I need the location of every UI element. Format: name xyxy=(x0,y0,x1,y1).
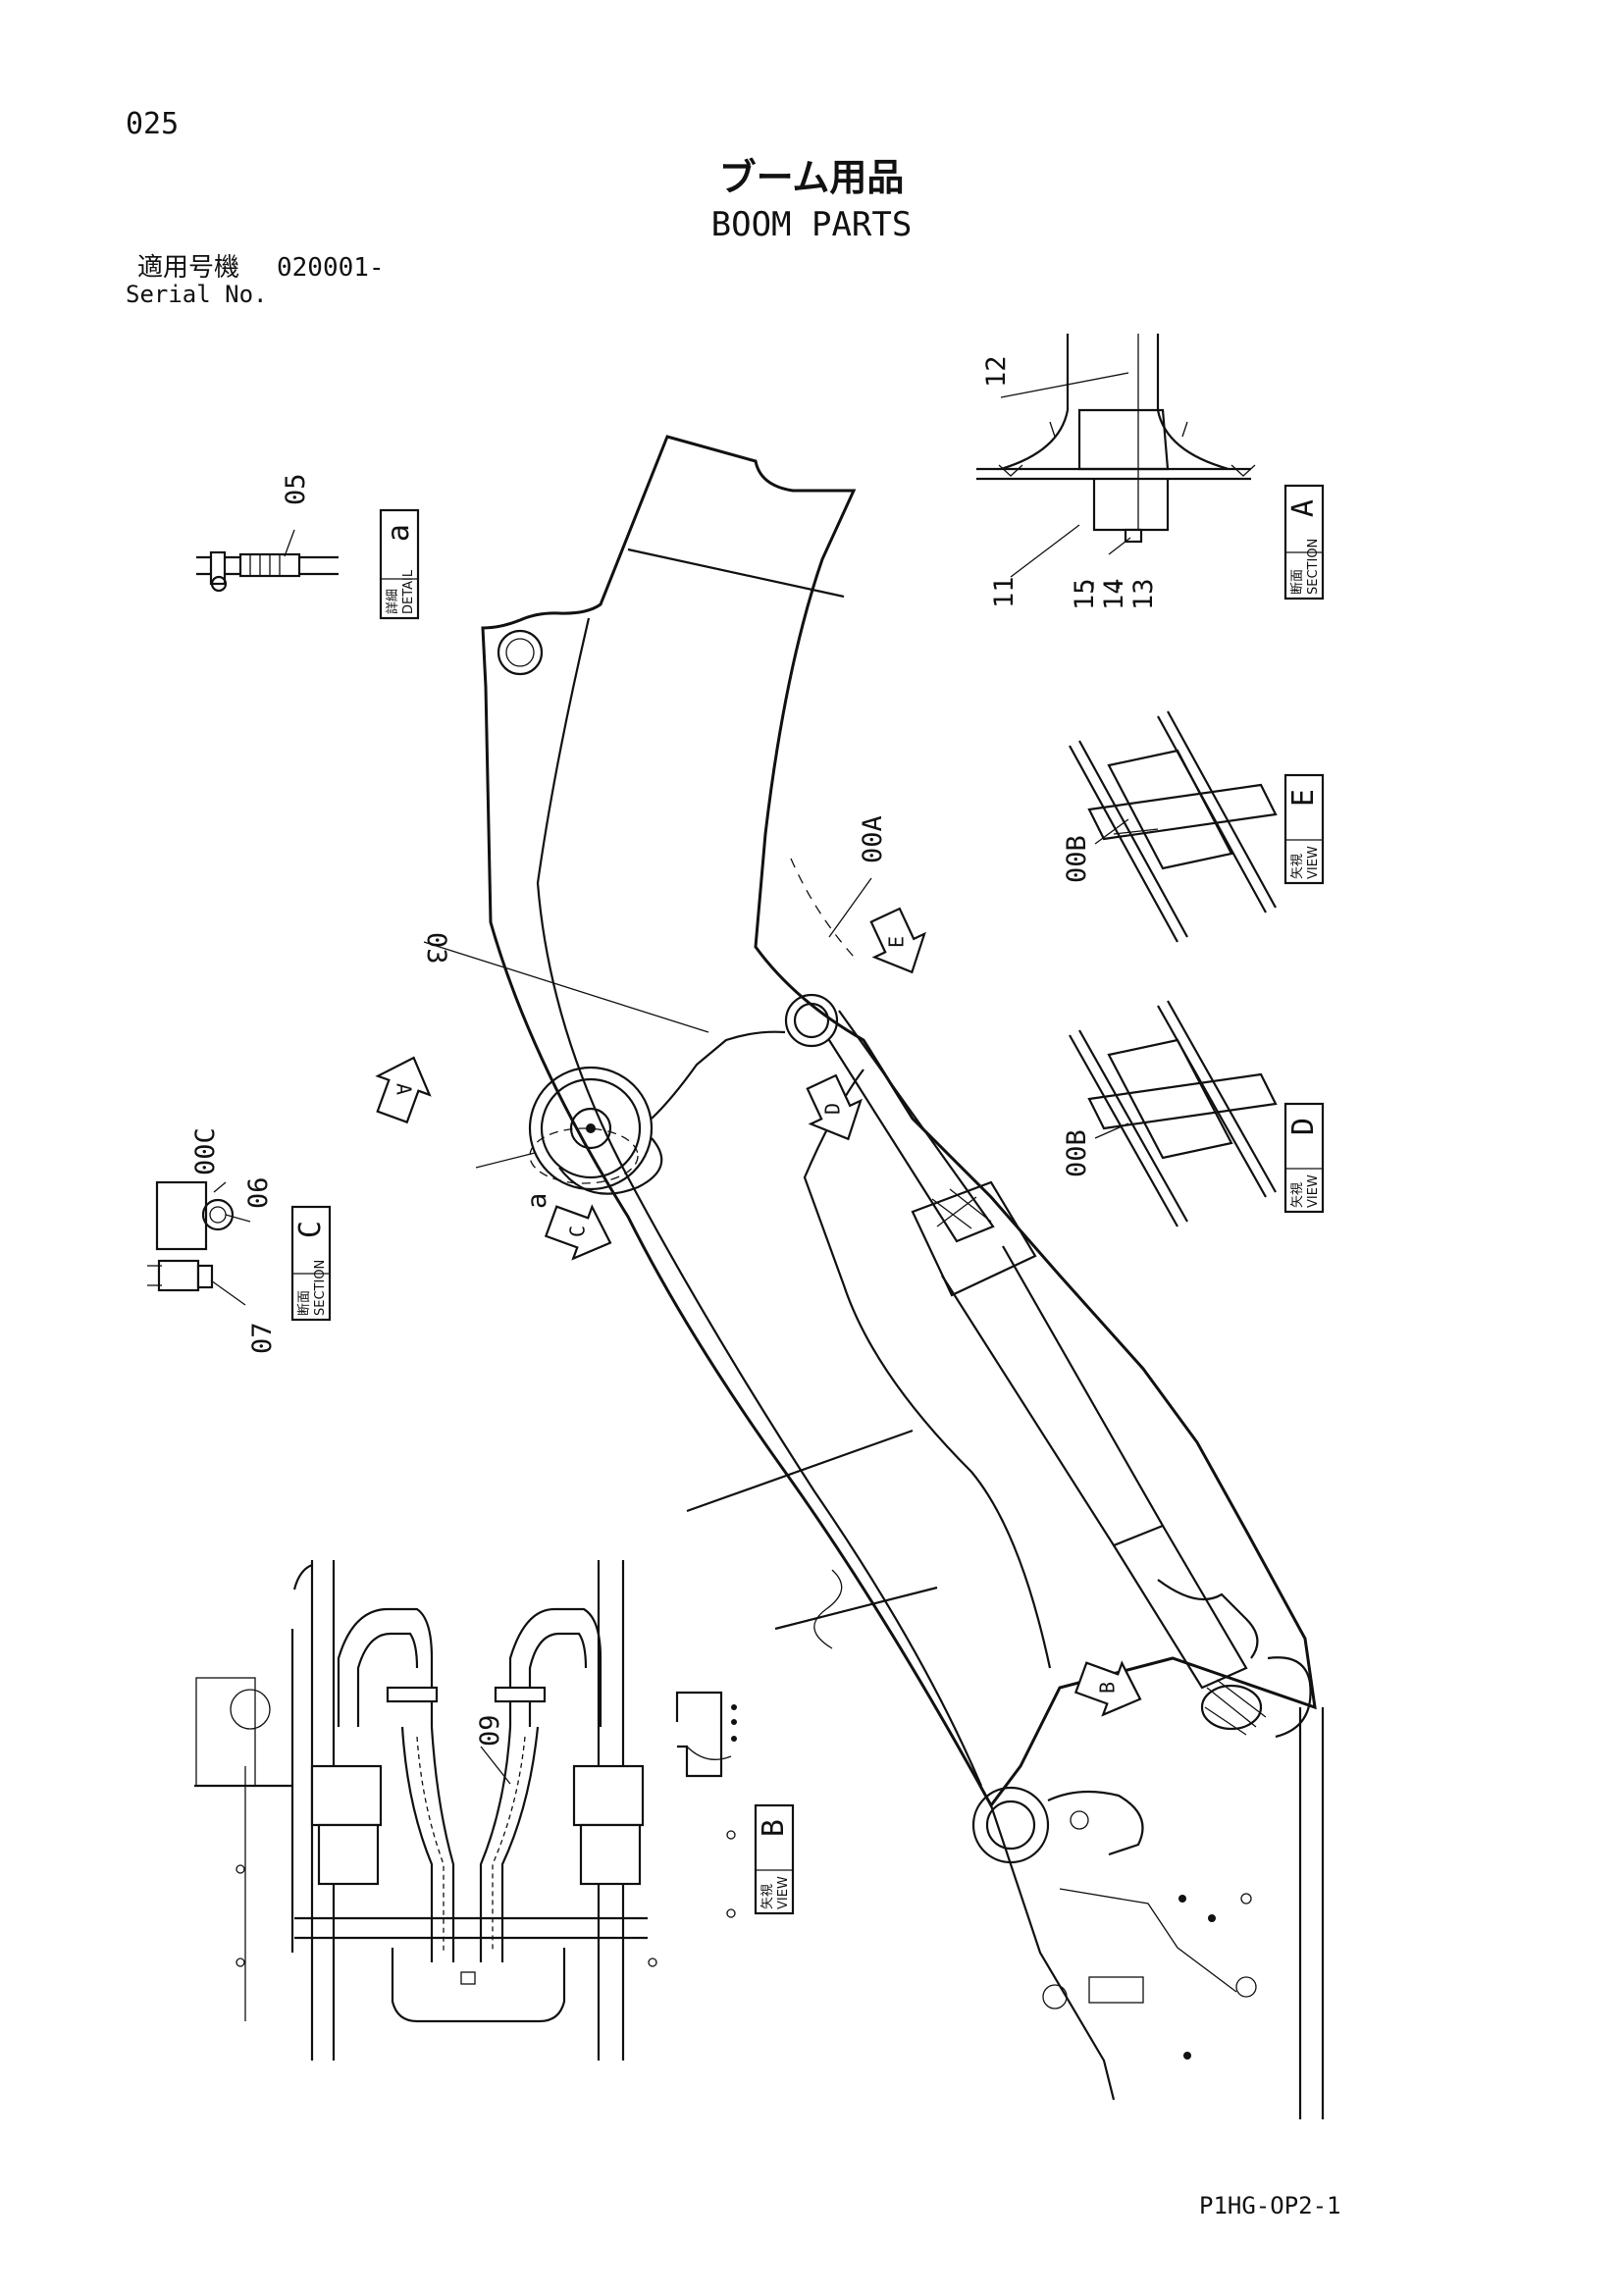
section-c-jp: 断面 xyxy=(297,1290,312,1316)
label-box-detail-a: a 詳細 DETAIL xyxy=(379,508,420,620)
boom-foot-pin xyxy=(971,1786,1144,1864)
view-arrow-e-icon: E xyxy=(869,907,926,974)
detail-a-mark: a xyxy=(522,1193,552,1209)
label-box-view-b: B 矢視 VIEW xyxy=(754,1803,795,1915)
view-d-letter: D xyxy=(1286,1118,1321,1135)
label-box-section-c: C 断面 SECTION xyxy=(290,1205,332,1322)
arrow-e-label: E xyxy=(885,936,909,948)
title-japanese: ブーム用品 xyxy=(718,156,905,199)
title-english: BOOM PARTS xyxy=(710,205,913,244)
callout-14: 14 xyxy=(1099,578,1129,610)
detail-a-en: DETAIL xyxy=(401,569,416,614)
detail-a-drawing xyxy=(196,529,339,593)
serial-number-value: 020001- xyxy=(277,253,385,283)
view-b-letter: B xyxy=(757,1819,791,1837)
arrow-c-label: C xyxy=(566,1226,590,1237)
view-arrow-b-icon: B xyxy=(1073,1660,1142,1717)
label-box-view-e: E 矢視 VIEW xyxy=(1283,773,1325,885)
section-c-en: SECTION xyxy=(313,1260,328,1316)
callout-00b-view-d: 00B xyxy=(1062,1129,1092,1177)
callout-03: 03 xyxy=(421,932,451,965)
label-box-view-d: D 矢視 VIEW xyxy=(1283,1102,1325,1214)
boom-foot-pulley xyxy=(528,1030,786,1195)
callout-00c: 00C xyxy=(190,1127,221,1175)
leader-lines xyxy=(210,372,1131,1785)
view-d-en: VIEW xyxy=(1306,1174,1321,1208)
section-a-jp: 断面 xyxy=(1290,569,1305,595)
view-e-drawing xyxy=(1069,710,1278,943)
callout-11: 11 xyxy=(989,576,1020,608)
arm-cylinder xyxy=(784,993,1312,1739)
callout-15: 15 xyxy=(1070,578,1100,610)
page-number: 025 xyxy=(126,107,180,141)
detail-a-letter: a xyxy=(382,524,416,542)
section-a-letter: A xyxy=(1286,499,1321,517)
view-e-en: VIEW xyxy=(1306,846,1321,879)
serial-label-english: Serial No. xyxy=(126,281,268,308)
view-arrow-a-icon: A xyxy=(375,1056,432,1124)
callout-09: 09 xyxy=(475,1714,505,1747)
arrow-a-label: A xyxy=(393,1083,416,1095)
view-d-jp: 矢視 xyxy=(1290,1182,1305,1208)
arrow-b-label: B xyxy=(1096,1682,1120,1694)
upper-frame xyxy=(989,1707,1325,2119)
callout-00a: 00A xyxy=(858,815,888,863)
section-c-letter: C xyxy=(293,1221,328,1238)
callout-06: 06 xyxy=(243,1176,274,1209)
view-e-jp: 矢視 xyxy=(1290,854,1305,879)
arrow-d-label: D xyxy=(821,1103,845,1115)
view-b-hydraulic-drawing xyxy=(194,1560,737,2061)
section-a-drawing xyxy=(976,334,1256,544)
document-code: P1HG-OP2-1 xyxy=(1199,2192,1341,2219)
view-b-jp: 矢視 xyxy=(760,1884,775,1909)
view-arrow-d-icon: D xyxy=(806,1073,863,1141)
callout-00b-view-e: 00B xyxy=(1062,835,1092,883)
view-e-letter: E xyxy=(1286,789,1321,807)
view-b-en: VIEW xyxy=(776,1876,791,1909)
boom-body xyxy=(481,435,1317,1808)
callout-13: 13 xyxy=(1128,578,1159,610)
detail-a-jp: 詳細 xyxy=(385,589,400,614)
callout-12: 12 xyxy=(981,355,1012,388)
callout-07: 07 xyxy=(247,1322,278,1354)
label-box-section-a: A 断面 SECTION xyxy=(1283,484,1325,600)
serial-label-japanese: 適用号機 xyxy=(137,253,240,283)
section-c-drawing xyxy=(147,1180,235,1292)
callout-05: 05 xyxy=(281,473,311,505)
section-a-en: SECTION xyxy=(1306,539,1321,595)
view-arrow-c-icon: C xyxy=(544,1204,612,1261)
view-d-drawing xyxy=(1069,1000,1278,1227)
